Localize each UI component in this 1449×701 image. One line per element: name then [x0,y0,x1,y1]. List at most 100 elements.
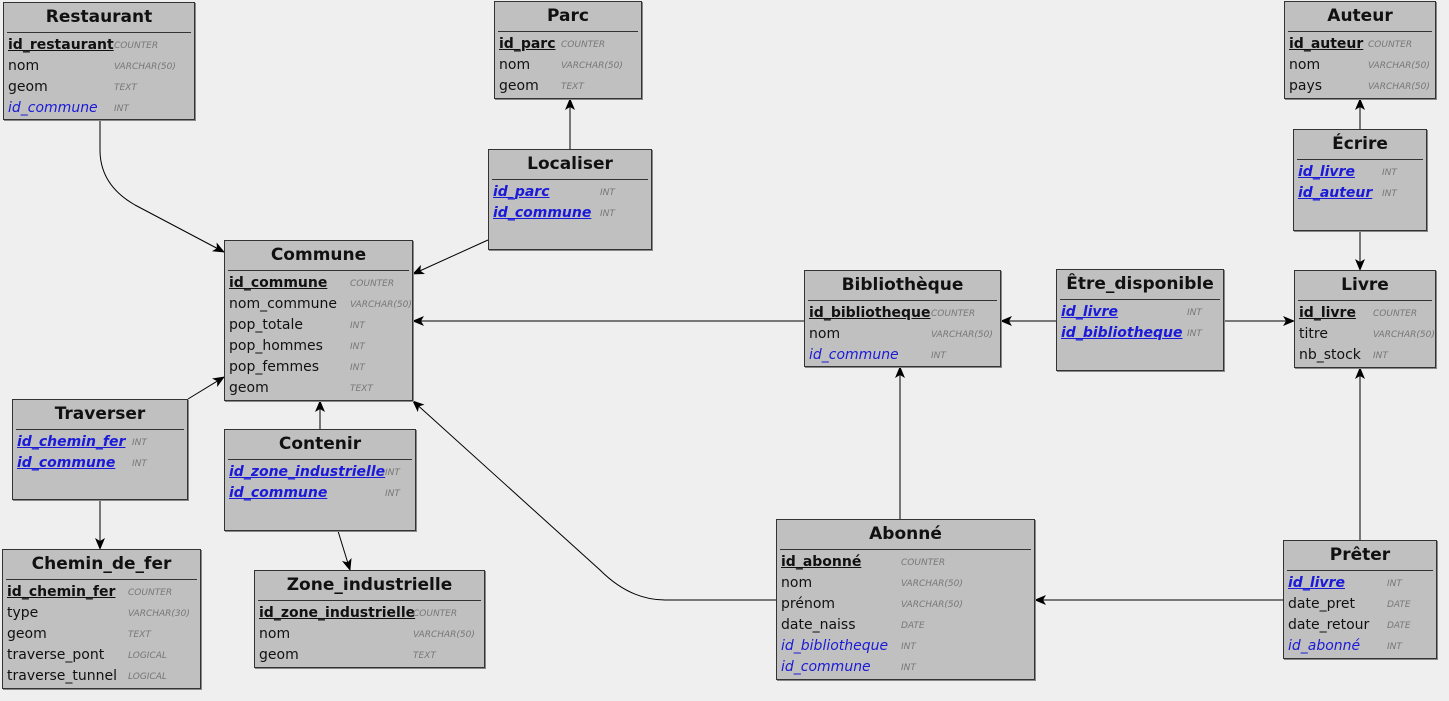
field-row[interactable]: id_auteur INT [1294,183,1426,204]
field-type: TEXT [128,630,151,640]
field-name: nom [8,58,40,74]
field-type: TEXT [561,82,584,92]
field-row[interactable]: geom TEXT [255,645,484,666]
field-name: id_livre [1061,304,1118,320]
field-row[interactable]: pays VARCHAR(50) [1285,76,1435,97]
field-type: COUNTER [413,609,458,619]
field-name: id_livre [1299,305,1356,321]
field-type: VARCHAR(50) [1368,82,1430,92]
field-name: nom_commune [229,296,337,312]
field-type: LOGICAL [128,651,167,661]
field-type: VARCHAR(50) [1368,61,1430,71]
field-name: id_zone_industrielle [259,605,416,621]
table-title: Abonné [780,520,1031,550]
field-name: id_auteur [1298,185,1373,201]
link-traverser-to-commune [187,376,225,400]
field-row[interactable]: nom VARCHAR(50) [1285,55,1435,76]
field-type: COUNTER [1373,309,1418,319]
field-name: id_abonné [781,554,862,570]
field-type: INT [1373,351,1388,361]
field-type: INT [114,104,129,114]
field-name: id_commune [8,100,98,116]
field-row[interactable]: id_livre COUNTER [1295,303,1435,324]
field-type: VARCHAR(50) [114,62,176,72]
field-name: geom [259,647,299,663]
field-type: INT [901,642,916,652]
field-name: id_restaurant [8,37,114,53]
field-type: INT [1382,189,1397,199]
field-name: id_parc [493,184,550,200]
field-name: nom [499,57,531,73]
field-name: id_chemin_fer [7,584,116,600]
field-row[interactable]: nom VARCHAR(50) [4,56,194,77]
field-type: INT [350,363,365,373]
field-name: id_abonné [1288,638,1361,654]
field-row[interactable]: id_commune INT [4,98,194,119]
field-type: VARCHAR(50) [901,579,963,589]
field-name: nom [781,575,813,591]
field-type: TEXT [413,651,436,661]
field-name: nom [1289,57,1321,73]
field-name: pays [1289,78,1323,94]
field-type: INT [901,663,916,673]
field-row[interactable]: nom VARCHAR(50) [777,573,1034,594]
